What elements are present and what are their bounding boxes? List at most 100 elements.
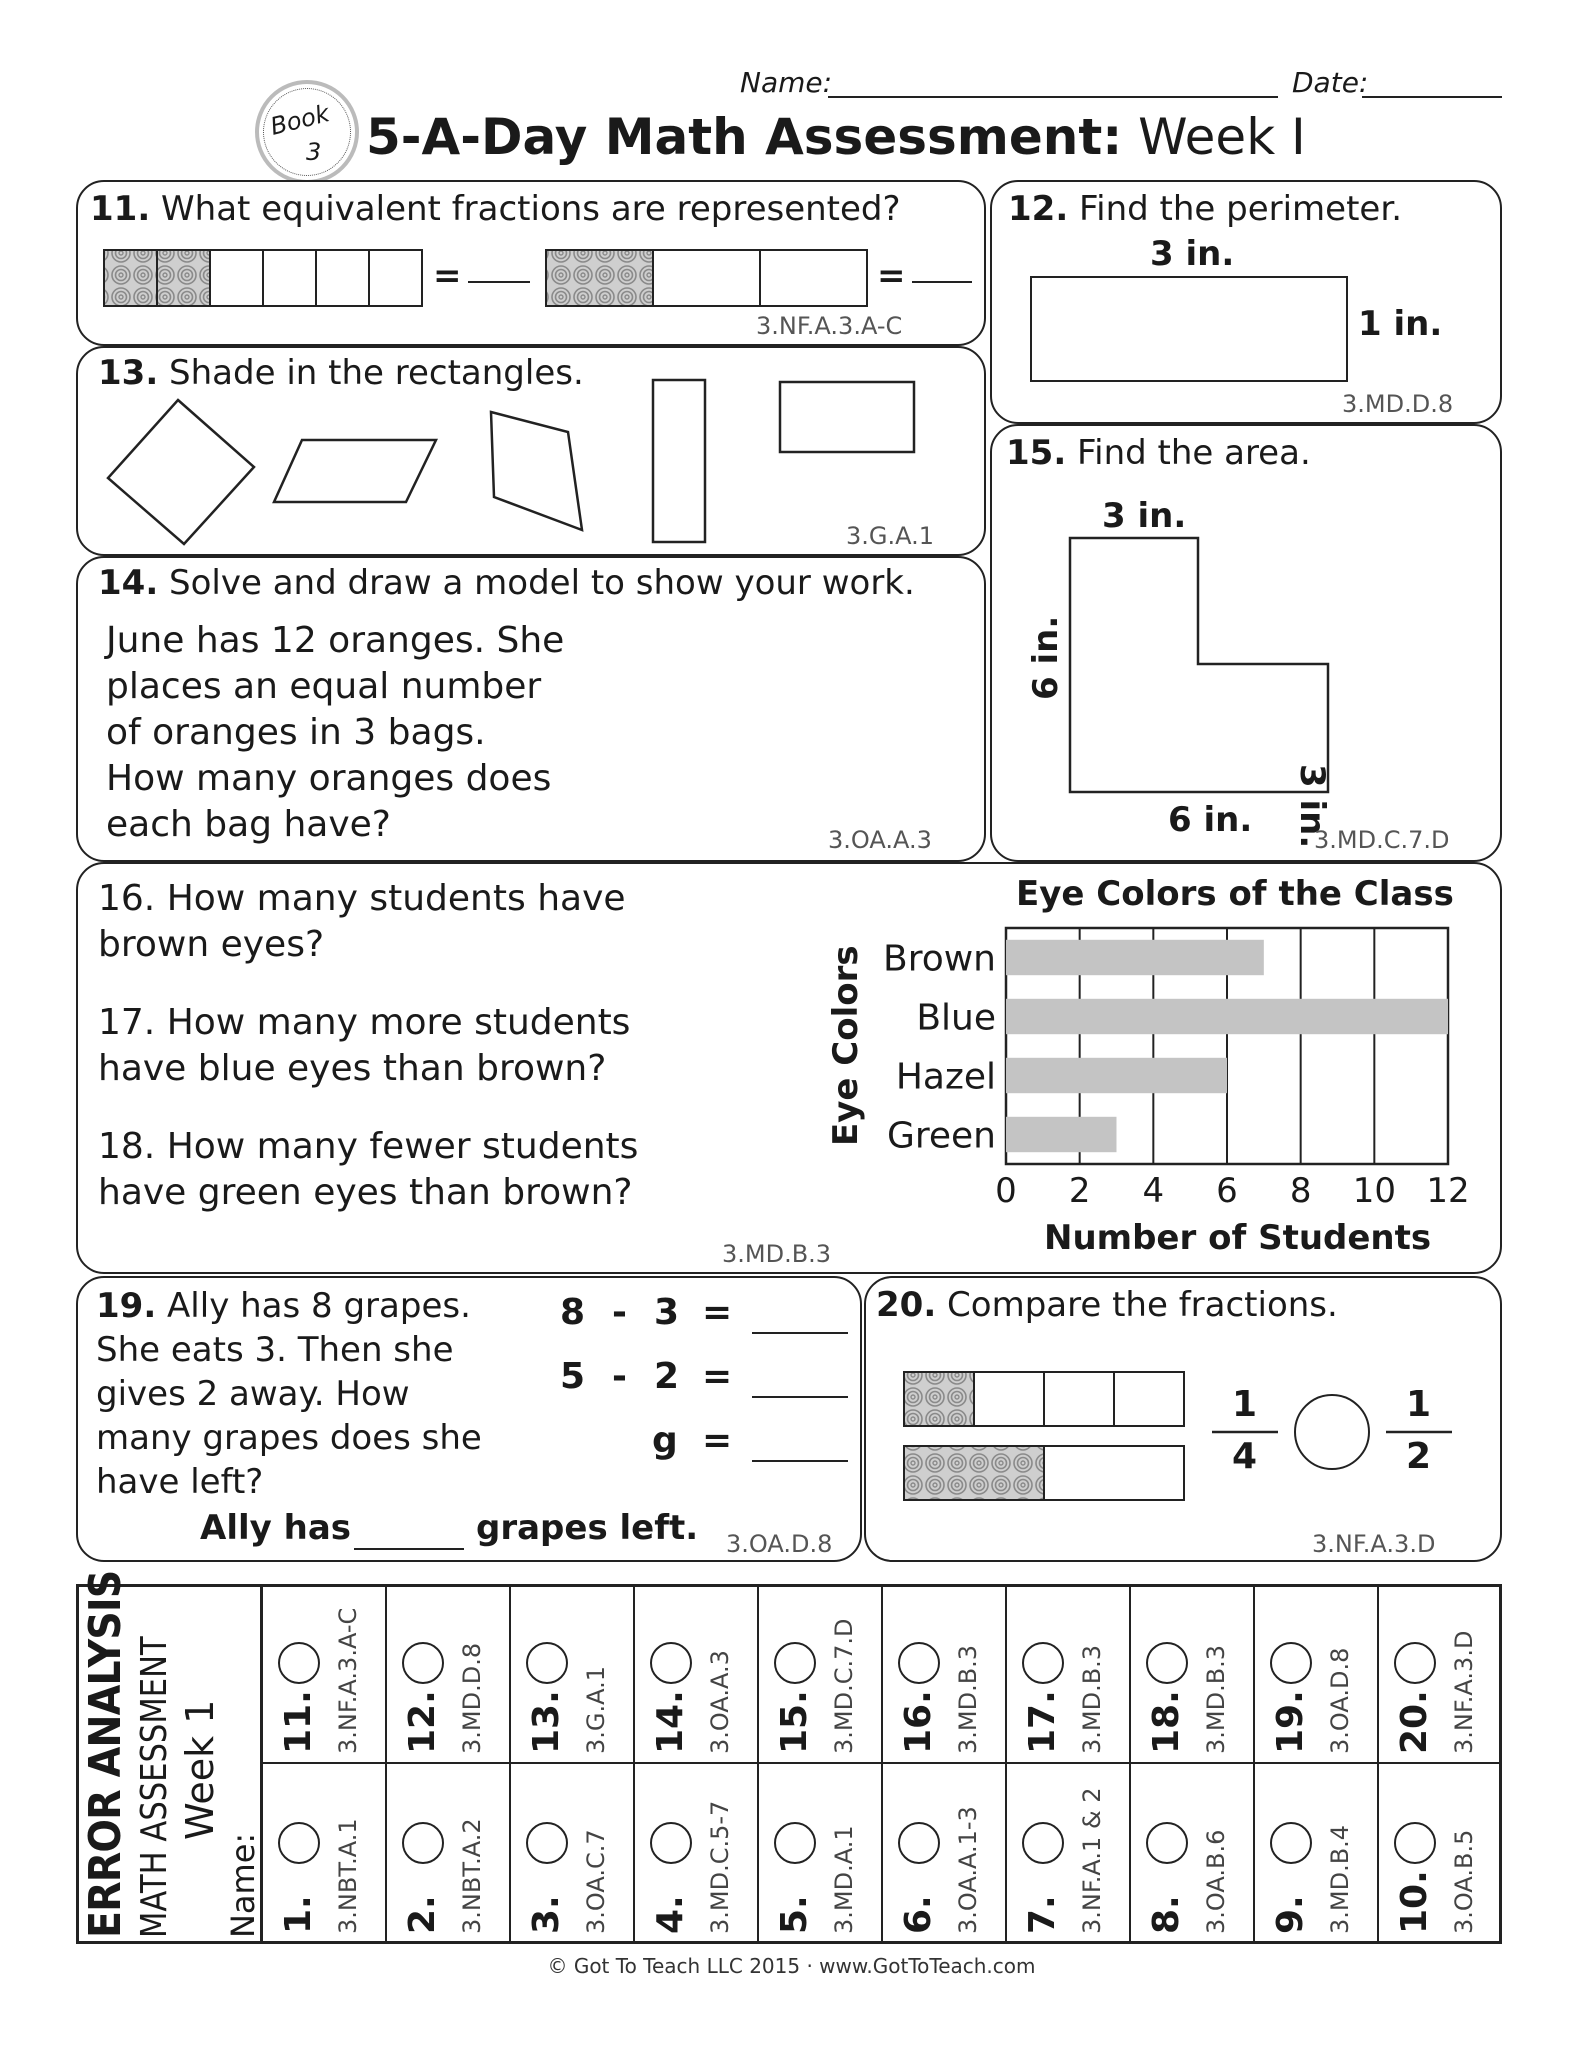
chart-tick-label: 0: [995, 1171, 1017, 1211]
error-analysis-check-circle[interactable]: [1022, 1822, 1064, 1864]
error-analysis-check-circle[interactable]: [898, 1822, 940, 1864]
error-analysis-check-circle[interactable]: [1146, 1642, 1188, 1684]
error-analysis-col-divider: [757, 1584, 759, 1944]
error-analysis-item-number: 15.: [774, 1690, 815, 1754]
error-analysis-check-circle[interactable]: [278, 1822, 320, 1864]
q19-eq1-blank[interactable]: [752, 1332, 848, 1334]
error-analysis-item-number: 13.: [526, 1690, 567, 1754]
chart-tick-label: 10: [1353, 1171, 1396, 1211]
error-analysis-check-circle[interactable]: [1022, 1642, 1064, 1684]
q20-frac1-numerator: 1: [1232, 1384, 1258, 1425]
error-analysis-subtitle: MATH ASSESSMENT: [134, 1636, 175, 1938]
error-analysis-check-circle[interactable]: [1146, 1822, 1188, 1864]
error-analysis-check-circle[interactable]: [402, 1642, 444, 1684]
error-analysis-check-circle[interactable]: [774, 1642, 816, 1684]
error-analysis-item-number: 7.: [1022, 1895, 1063, 1934]
q11-equals-1: =: [433, 256, 462, 296]
q19-answer-suffix: grapes left.: [476, 1508, 699, 1548]
chart-bar: [1006, 1116, 1117, 1153]
name-line[interactable]: [828, 96, 1278, 98]
q20-prompt: 20. Compare the fractions.: [876, 1285, 1338, 1325]
q19-eq2-blank[interactable]: [752, 1396, 848, 1398]
q11-equals-2: =: [877, 256, 906, 296]
error-analysis-check-circle[interactable]: [1270, 1822, 1312, 1864]
error-analysis-check-circle[interactable]: [650, 1822, 692, 1864]
q14-prompt: 14. Solve and draw a model to show your …: [98, 563, 915, 603]
q14-line-4: How many oranges does: [106, 758, 552, 799]
error-analysis-item-number: 18.: [1146, 1690, 1187, 1754]
chart-x-axis-label: Number of Students: [1044, 1218, 1432, 1258]
chart-bar: [1006, 1057, 1227, 1094]
q20-frac1-denominator: 4: [1232, 1436, 1258, 1477]
q18-line-1: 18. How many fewer students: [98, 1126, 639, 1167]
q17-line-1: 17. How many more students: [98, 1002, 631, 1043]
error-analysis-check-circle[interactable]: [526, 1642, 568, 1684]
error-analysis-col-divider: [1129, 1584, 1131, 1944]
q19-line-2: She eats 3. Then she: [96, 1330, 454, 1370]
q17-line-2: have blue eyes than brown?: [98, 1048, 607, 1089]
chart-tick-label: 8: [1290, 1171, 1312, 1211]
chart-bar: [1006, 998, 1448, 1035]
q16-line-1: 16. How many students have: [98, 878, 626, 919]
error-analysis-col-divider: [1005, 1584, 1007, 1944]
error-analysis-item-number: 8.: [1146, 1895, 1187, 1934]
error-analysis-item-standard: 3.OA.A.1-3: [954, 1806, 982, 1934]
error-analysis-item-number: 3.: [526, 1895, 567, 1934]
error-analysis-check-circle[interactable]: [650, 1642, 692, 1684]
page-title: 5-A-Day Math Assessment: Week I: [366, 108, 1306, 166]
q11-standard: 3.NF.A.3.A-C: [756, 312, 903, 340]
q13-parallelogram: [272, 438, 438, 504]
error-analysis-check-circle[interactable]: [1394, 1822, 1436, 1864]
page-title-bold: 5-A-Day Math Assessment:: [366, 108, 1123, 166]
q20-frac2-numerator: 1: [1406, 1384, 1432, 1425]
error-analysis-item-number: 9.: [1270, 1895, 1311, 1934]
q19-answer-blank[interactable]: [354, 1548, 464, 1550]
q20-compare-circle[interactable]: [1294, 1394, 1370, 1470]
error-analysis-item-standard: 3.MD.C.5-7: [706, 1800, 734, 1934]
q13-prompt: 13. Shade in the rectangles.: [98, 353, 584, 393]
q11-prompt: 11. What equivalent fractions are repres…: [90, 189, 901, 229]
q13-wide-rectangle: [778, 380, 916, 454]
error-analysis-table: [76, 1584, 1502, 1944]
q12-side-label: 1 in.: [1358, 304, 1443, 344]
error-analysis-check-circle[interactable]: [898, 1642, 940, 1684]
error-analysis-check-circle[interactable]: [526, 1822, 568, 1864]
chart-category-label: Blue: [916, 998, 996, 1039]
error-analysis-title-divider: [260, 1584, 263, 1944]
date-line[interactable]: [1362, 96, 1502, 98]
error-analysis-item-standard: 3.OA.B.5: [1450, 1829, 1478, 1934]
error-analysis-item-number: 14.: [650, 1690, 691, 1754]
q14-box: [76, 556, 986, 862]
q15-standard: 3.MD.C.7.D: [1314, 826, 1450, 854]
error-analysis-item-standard: 3.G.A.1: [582, 1665, 610, 1754]
error-analysis-name-label: Name:: [224, 1832, 262, 1938]
error-analysis-check-circle[interactable]: [774, 1822, 816, 1864]
error-analysis-check-circle[interactable]: [1270, 1642, 1312, 1684]
error-analysis-check-circle[interactable]: [1394, 1642, 1436, 1684]
q13-standard: 3.G.A.1: [846, 522, 935, 550]
chart-tick-label: 4: [1143, 1171, 1165, 1211]
q19-eq3-blank[interactable]: [752, 1460, 848, 1462]
q15-bottom-label: 6 in.: [1168, 800, 1253, 840]
error-analysis-item-standard: 3.OA.A.3: [706, 1650, 734, 1754]
error-analysis-check-circle[interactable]: [402, 1822, 444, 1864]
error-analysis-item-number: 20.: [1394, 1690, 1435, 1754]
error-analysis-item-standard: 3.NF.A.3.A-C: [334, 1607, 362, 1754]
q14-line-3: of oranges in 3 bags.: [106, 712, 486, 753]
error-analysis-item-standard: 3.NBT.A.2: [458, 1818, 486, 1934]
q16-line-2: brown eyes?: [98, 924, 325, 965]
error-analysis-item-standard: 3.OA.D.8: [1326, 1647, 1354, 1754]
q19-box: [76, 1276, 862, 1562]
error-analysis-col-divider: [385, 1584, 387, 1944]
q14-line-5: each bag have?: [106, 804, 391, 845]
q19-line-3: gives 2 away. How: [96, 1374, 410, 1414]
footer-copyright: © Got To Teach LLC 2015 · www.GotToTeach…: [547, 1954, 1036, 1978]
chart-category-label: Hazel: [896, 1057, 996, 1098]
error-analysis-item-standard: 3.MD.A.1: [830, 1825, 858, 1934]
error-analysis-item-number: 4.: [650, 1895, 691, 1934]
error-analysis-check-circle[interactable]: [278, 1642, 320, 1684]
